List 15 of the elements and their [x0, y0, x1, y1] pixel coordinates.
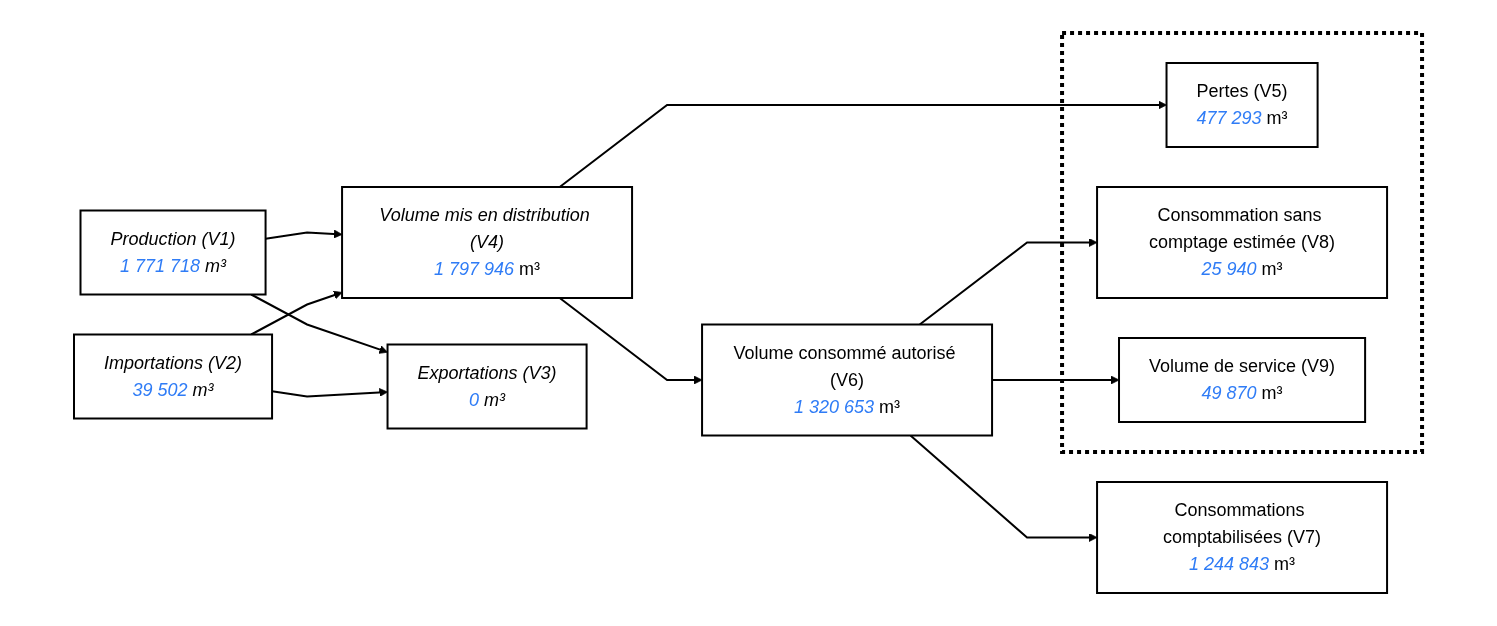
node-box: Volume consommé autorisé (V6) 1 320 653 m³	[701, 323, 994, 437]
arrow	[919, 238, 1098, 326]
arrow	[559, 297, 703, 385]
arrow	[250, 290, 343, 336]
node-box: Exportations (V3) 0 m³	[387, 343, 589, 430]
node-box: Volume de service (V9) 49 870 m³	[1118, 337, 1367, 423]
node-box: Production (V1) 1 771 718 m³	[79, 209, 268, 296]
cluster	[1060, 31, 1425, 454]
arrow	[250, 293, 389, 354]
node-box: Importations (V2) 39 502 m³	[73, 333, 274, 420]
node-box: Pertes (V5) 477 293 m³	[1166, 62, 1320, 148]
node-box: Consommations comptabilisées (V7) 1 244 843 m³	[1096, 481, 1389, 594]
node-box: Volume mis en distribution (V4) 1 797 946 m³	[341, 186, 634, 299]
arrow	[909, 434, 1098, 542]
node-box: Consommation sans comptage estimée (V8) 25 940 m³	[1096, 186, 1389, 299]
